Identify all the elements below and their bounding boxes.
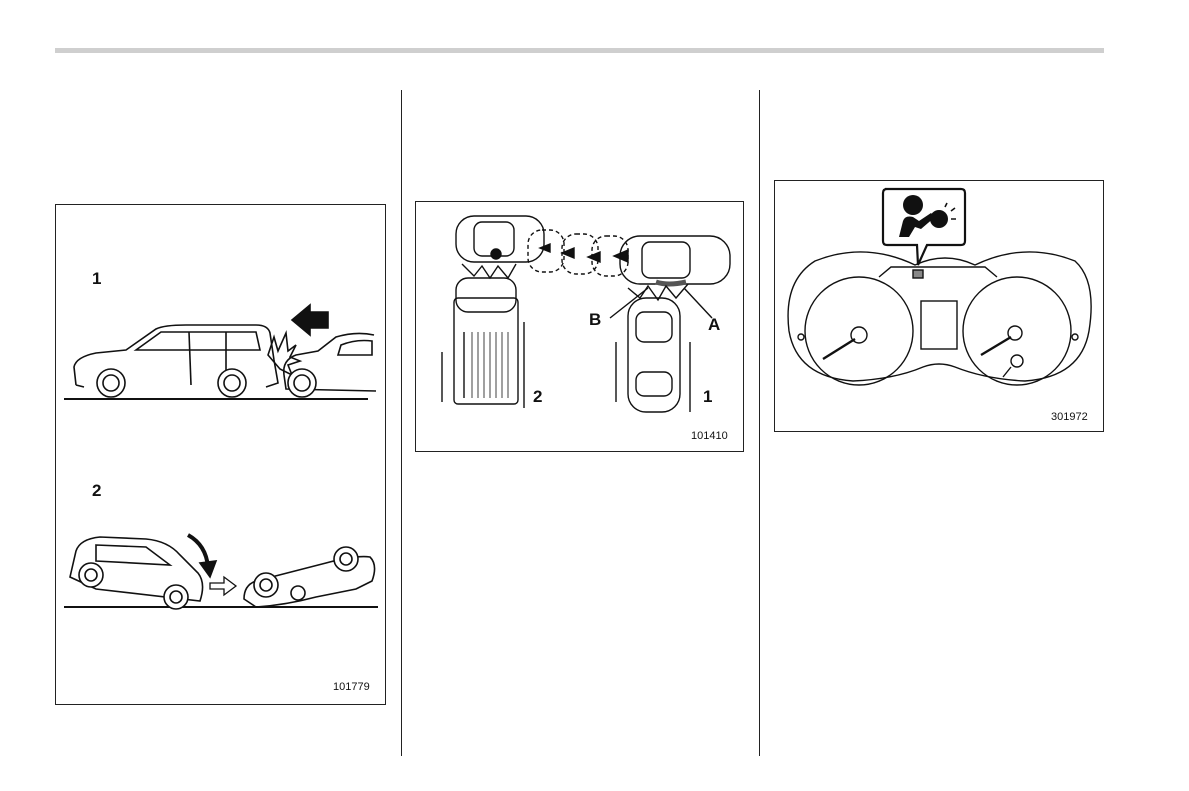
figure2-label-a: A	[708, 315, 720, 335]
rear-impact-illustration	[56, 205, 385, 704]
figure2-code: 101410	[691, 430, 728, 442]
column-divider-right	[759, 90, 760, 756]
figure2-label-1: 1	[703, 387, 712, 407]
figure2-label-2: 2	[533, 387, 542, 407]
instrument-cluster-illustration	[775, 181, 1103, 431]
figure-side-impact: B A 2 1 101410	[415, 201, 744, 452]
side-impact-illustration	[416, 202, 743, 451]
figure-airbag-warning-light: 301972	[774, 180, 1104, 432]
rollover-illustration	[64, 535, 378, 609]
column-divider-left	[401, 90, 402, 756]
header-rule	[55, 48, 1104, 53]
figure2-label-b: B	[589, 310, 601, 330]
figure1-label-2: 2	[92, 481, 101, 501]
figure1-code: 101779	[333, 681, 370, 693]
figure3-code: 301972	[1051, 411, 1088, 423]
figure1-label-1: 1	[92, 269, 101, 289]
figure-rear-impact-rollover: 1 2 101779	[55, 204, 386, 705]
